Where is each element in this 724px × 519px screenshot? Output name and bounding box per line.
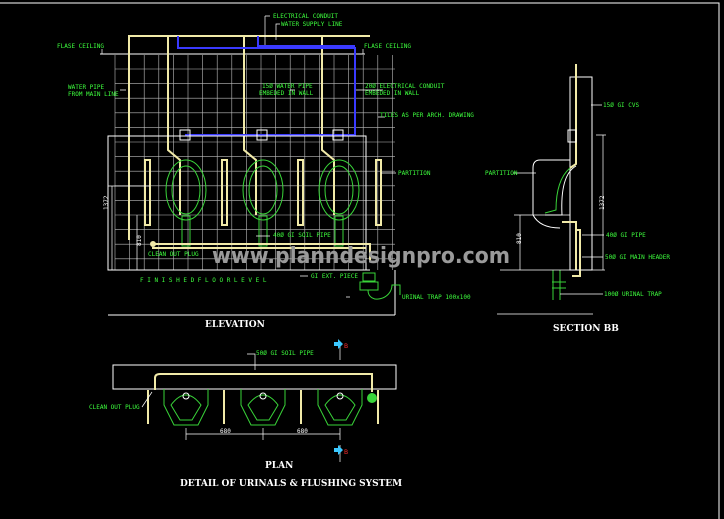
plan-dims	[141, 345, 341, 462]
cvs-pipe	[569, 64, 577, 169]
label-urinal-trap: URINAL TRAP 100x100	[402, 294, 471, 301]
svg-text:B: B	[344, 449, 348, 456]
urinal-inner	[544, 167, 571, 214]
valve	[567, 129, 577, 143]
label-embedded-wall-2: EMBEDED IN WALL	[365, 90, 420, 97]
plan-urinal	[317, 389, 363, 426]
plan-clean-out	[367, 393, 377, 403]
floor-slab	[108, 270, 396, 316]
dim-1372: 1372	[103, 195, 110, 210]
leaders	[101, 15, 396, 298]
plan-flush-valve	[182, 392, 190, 400]
watermark: www.planndesignpro.com	[212, 244, 510, 269]
urinal-trap	[359, 272, 401, 300]
clean-out-plug	[150, 241, 156, 247]
label-20-electrical-conduit: 20Ø ELECTRICAL CONDUIT	[365, 83, 445, 90]
plan-dim-2: 680	[297, 428, 308, 435]
elevation-view: 1372 810 ELECTRICAL CONDUIT WATER SUPPLY…	[57, 13, 474, 330]
label-embedded-wall-1: EMBEDED IN WALL	[259, 90, 314, 97]
section-title: SECTION BB	[553, 324, 619, 334]
section-view: 1372 810 15Ø GI CVS PARTITION 40Ø GI PIP…	[485, 64, 670, 334]
section-dim-1372: 1372	[599, 195, 606, 210]
plan-partitions	[147, 390, 379, 424]
water-pipe-main	[128, 35, 370, 240]
plan-urinal	[163, 389, 209, 426]
electrical-conduit	[177, 36, 356, 136]
label-from-main-line: FROM MAIN LINE	[68, 91, 119, 98]
plan-view: 680 680 B B 50Ø GI SOIL PIPE CLEAN OUT P…	[89, 339, 402, 489]
switch-boxes	[179, 129, 344, 141]
section-marker-bottom: B	[334, 445, 348, 456]
section-dim-810: 810	[516, 233, 523, 244]
plan-urinal	[240, 389, 286, 426]
section-dims	[497, 104, 606, 315]
label-soil-pipe: 40Ø GI SOIL PIPE	[273, 232, 331, 239]
label-plan-soil-pipe: 50Ø GI SOIL PIPE	[256, 350, 314, 357]
plan-dim-1: 680	[220, 428, 231, 435]
tile-grid	[114, 55, 395, 270]
plan-title: PLAN	[265, 461, 293, 471]
dim-lines	[108, 185, 150, 270]
label-section-partition: PARTITION	[485, 170, 518, 177]
trap-section	[552, 270, 566, 300]
label-false-ceiling-left: FLASE CEILING	[57, 43, 104, 50]
gi-pipe-section	[562, 221, 581, 277]
elevation-title: ELEVATION	[205, 320, 265, 330]
soil-pipe	[152, 243, 371, 262]
label-main-header: 50Ø GI MAIN HEADER	[605, 254, 670, 261]
plan-wall	[112, 364, 397, 390]
label-false-ceiling-right: FLASE CEILING	[364, 43, 411, 50]
section-marker-top: B	[334, 339, 348, 350]
label-water-pipe: WATER PIPE	[68, 84, 105, 91]
label-section-urinal-trap: 100Ø URINAL TRAP	[604, 291, 662, 298]
label-finished-floor: F I N I S H E D F L O O R L E V E L	[140, 277, 267, 284]
label-gi-cvs: 15Ø GI CVS	[603, 102, 640, 109]
urinals	[165, 159, 360, 247]
label-gi-pipe: 40Ø GI PIPE	[606, 232, 646, 239]
label-plan-clean-out: CLEAN OUT PLUG	[89, 404, 140, 411]
label-electrical-conduit: ELECTRICAL CONDUIT	[273, 13, 338, 20]
plan-soil-pipe	[154, 373, 373, 392]
label-gi-ext-piece: GI EXT. PIECE	[311, 273, 358, 280]
label-clean-out-plug: CLEAN OUT PLUG	[148, 251, 199, 258]
drawing-title: DETAIL OF URINALS & FLUSHING SYSTEM	[180, 479, 402, 489]
label-water-supply-line: WATER SUPPLY LINE	[281, 21, 343, 28]
label-15-water-pipe: 15Ø WATER PIPE	[262, 83, 313, 90]
label-partition: PARTITION	[398, 170, 431, 177]
partitions	[144, 159, 382, 226]
plan-flush-valve	[336, 392, 344, 400]
plan-flush-valve	[259, 392, 267, 400]
plan-urinals	[163, 389, 363, 426]
dim-810: 810	[136, 235, 143, 246]
svg-text:B: B	[344, 343, 348, 350]
label-tiles: TILES AS PER ARCH. DRAWING	[380, 112, 474, 119]
